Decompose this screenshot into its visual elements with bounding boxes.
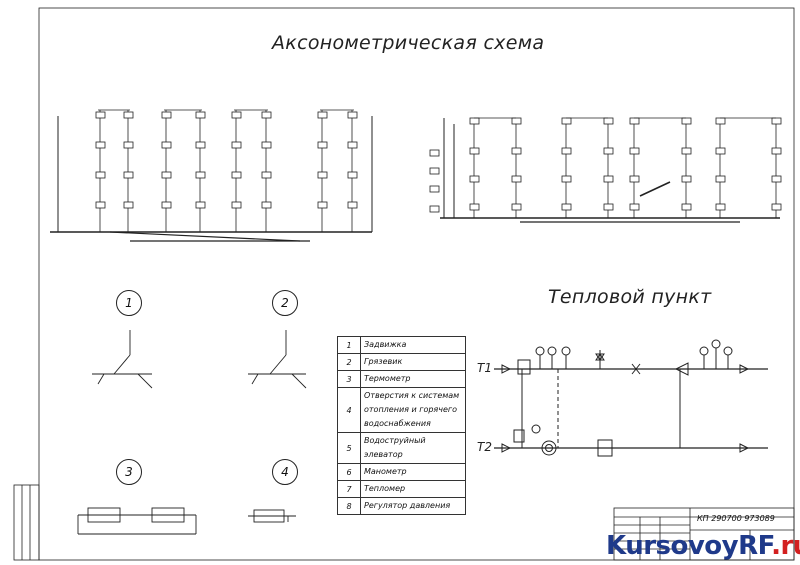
site-watermark: KursovoyRF.ru xyxy=(606,531,800,561)
watermark-suffix: .ru xyxy=(771,531,800,561)
pipe-label-t1: Т1 xyxy=(477,361,492,375)
axonometric-right-group xyxy=(440,118,780,223)
detail-4-marker: 4 xyxy=(272,459,298,485)
details-1-2 xyxy=(92,330,307,389)
drawing-code: КП 290700 973089 xyxy=(697,514,775,523)
side-stamp xyxy=(13,484,40,561)
legend-text: Манометр xyxy=(360,463,466,481)
axonometric-left-group xyxy=(50,116,373,242)
legend-text: Тепломер xyxy=(360,480,466,498)
axonometric-title: Аксонометрическая схема xyxy=(272,32,545,54)
legend-number: 8 xyxy=(337,497,361,515)
legend-number: 5 xyxy=(337,432,361,464)
pipe-label-t2: Т2 xyxy=(477,440,492,454)
legend-number: 4 xyxy=(337,387,361,433)
heat-point-title: Тепловой пункт xyxy=(548,286,712,308)
legend-text: Задвижка xyxy=(360,336,466,354)
legend-text: Отверстия к системам отопления и горячег… xyxy=(360,387,466,433)
legend-text: Регулятор давления xyxy=(360,497,466,515)
detail-1-marker: 1 xyxy=(116,290,142,316)
watermark-main: KursovoyRF xyxy=(606,531,772,561)
details-3-4 xyxy=(77,507,296,535)
legend-number: 7 xyxy=(337,480,361,498)
legend-number: 1 xyxy=(337,336,361,354)
title-block xyxy=(613,507,795,561)
legend-number: 2 xyxy=(337,353,361,371)
legend-text: Термометр xyxy=(360,370,466,388)
legend-text: Водоструйный элеватор xyxy=(360,432,466,464)
heat-point-pipes xyxy=(494,339,768,457)
legend-number: 6 xyxy=(337,463,361,481)
legend-number: 3 xyxy=(337,370,361,388)
drawing-frame xyxy=(38,7,795,561)
legend-text: Грязевик xyxy=(360,353,466,371)
detail-3-marker: 3 xyxy=(116,459,142,485)
detail-2-marker: 2 xyxy=(272,290,298,316)
